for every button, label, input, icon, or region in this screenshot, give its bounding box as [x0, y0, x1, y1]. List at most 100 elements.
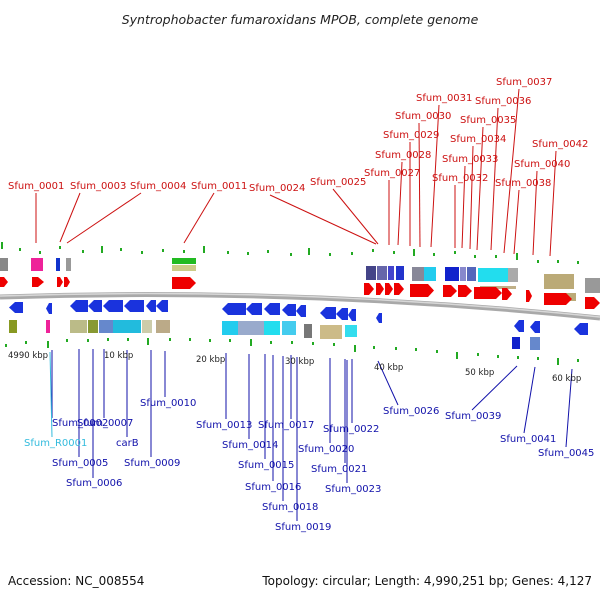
accession-label: Accession: NC_008554 [8, 574, 144, 588]
forward-leader-line [332, 188, 379, 245]
forward-gene-arrow [544, 293, 572, 305]
bottom-tick-mark [354, 345, 356, 352]
reverse-gene-arrow [530, 321, 540, 333]
gene-block [445, 267, 459, 281]
top-tick-mark [454, 251, 456, 254]
bottom-tick-mark [107, 338, 109, 341]
bottom-tick-mark [25, 341, 27, 344]
top-tick-mark [413, 249, 415, 256]
gene-label-sfum_0005: Sfum_0005 [52, 458, 108, 469]
forward-leader-line [66, 192, 142, 244]
gene-block [304, 324, 312, 338]
forward-leader-line [503, 88, 520, 254]
gene-label-sfum_0038: Sfum_0038 [495, 178, 551, 189]
gene-label-sfum_0041: Sfum_0041 [500, 434, 556, 445]
gene-label-sfum_0023: Sfum_0023 [325, 484, 381, 495]
forward-leader-line [183, 192, 215, 244]
gene-block [172, 265, 196, 271]
reverse-gene-arrow [514, 320, 524, 332]
reverse-gene-arrow [282, 304, 296, 316]
forward-gene-arrow [474, 287, 502, 299]
top-tick-mark [59, 246, 61, 249]
bottom-tick-mark [456, 352, 458, 359]
top-tick-mark [537, 260, 539, 263]
top-tick-mark [393, 251, 395, 254]
gene-block [467, 267, 476, 281]
forward-gene-arrow [376, 283, 384, 295]
gene-block [88, 320, 98, 333]
gene-label-sfum_0003: Sfum_0003 [70, 181, 126, 192]
gene-label-sfum_0006: Sfum_0006 [66, 478, 122, 489]
bottom-tick-mark [127, 338, 129, 341]
map-title: Syntrophobacter fumaroxidans MPOB, compl… [122, 12, 479, 27]
gene-label-sfum_0030: Sfum_0030 [395, 111, 451, 122]
gene-block [377, 266, 387, 280]
forward-gene-arrow [32, 277, 44, 287]
forward-gene-arrow [585, 297, 600, 309]
forward-gene-arrow [64, 277, 70, 287]
gene-label-sfum_0014: Sfum_0014 [222, 440, 278, 451]
gene-block [31, 258, 43, 271]
reverse-gene-arrow [124, 300, 144, 312]
gene-label-sfum_0018: Sfum_0018 [262, 502, 318, 513]
gene-label-sfum_0025: Sfum_0025 [310, 177, 366, 188]
forward-leader-line [418, 122, 421, 248]
forward-gene-arrow [394, 283, 404, 295]
forward-gene-arrow [410, 284, 434, 297]
gene-label-sfum_r0001: Sfum_R0001 [24, 438, 87, 449]
gene-block [320, 325, 342, 339]
gene-block [480, 286, 516, 289]
gene-block [156, 320, 170, 333]
forward-gene-arrow [57, 277, 63, 287]
top-tick-mark [267, 250, 269, 253]
forward-leader-line [476, 126, 484, 251]
gene-block [282, 321, 296, 335]
gene-label-sfum_0017: Sfum_0017 [258, 420, 314, 431]
forward-leader-line [513, 189, 520, 255]
forward-gene-arrow [443, 285, 457, 297]
gene-label-sfum_0001: Sfum_0001 [8, 181, 64, 192]
bottom-tick-mark [270, 341, 272, 344]
bottom-tick-mark [477, 353, 479, 356]
gene-block [345, 325, 357, 337]
gene-label-sfum_0033: Sfum_0033 [442, 154, 498, 165]
gene-block [396, 266, 404, 280]
bottom-tick-mark [537, 357, 539, 360]
gene-block [142, 320, 152, 333]
gene-label-sfum_0039: Sfum_0039 [445, 411, 501, 422]
top-tick-mark [433, 253, 435, 256]
forward-leader-line [532, 170, 538, 256]
forward-leader-line [269, 194, 377, 245]
forward-gene-arrow [0, 277, 8, 287]
gene-block [113, 320, 141, 333]
bottom-tick-mark [229, 339, 231, 342]
gene-label-sfum_0032: Sfum_0032 [432, 173, 488, 184]
top-tick-mark [329, 253, 331, 256]
top-tick-mark [351, 252, 353, 255]
gene-block [172, 258, 196, 264]
top-tick-mark [557, 260, 559, 263]
gene-label-sfum_0031: Sfum_0031 [416, 93, 472, 104]
scale-label: 30 kbp [285, 357, 314, 367]
gene-block [9, 320, 17, 333]
reverse-gene-arrow [320, 307, 336, 319]
gene-block [222, 321, 238, 335]
bottom-tick-mark [577, 359, 579, 362]
reverse-gene-arrow [146, 300, 156, 312]
gene-label-sfum_0013: Sfum_0013 [196, 420, 252, 431]
bottom-tick-mark [373, 346, 375, 349]
reverse-leader-line [565, 368, 573, 448]
gene-block [264, 321, 280, 335]
forward-leader-line [461, 165, 466, 249]
gene-block [508, 268, 518, 282]
bottom-tick-mark [87, 339, 89, 342]
forward-leader-line [59, 192, 81, 243]
genome-backbone-highlight [0, 292, 600, 318]
forward-gene-arrow [364, 283, 374, 295]
top-tick-mark [101, 246, 103, 253]
gene-label-sfum_0010: Sfum_0010 [140, 398, 196, 409]
topology-label: Topology: circular; Length: 4,990,251 bp… [261, 574, 592, 588]
scale-label: 10 kbp [104, 351, 133, 361]
bottom-tick-mark [517, 356, 519, 359]
reverse-gene-arrow [296, 305, 306, 317]
